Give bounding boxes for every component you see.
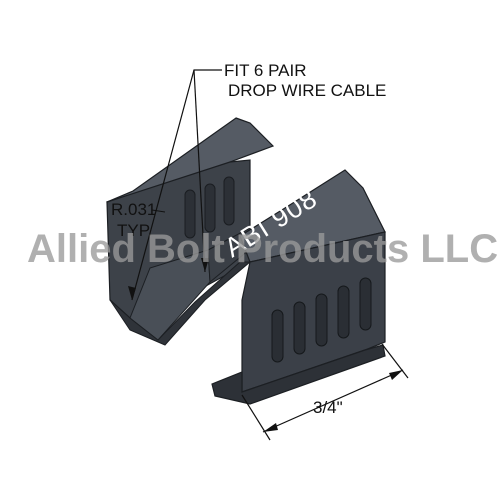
clip-front-wall	[211, 169, 386, 405]
dimension-arrowheads	[263, 370, 403, 432]
radius-note-tick	[151, 209, 166, 213]
callout-leaders	[131, 69, 222, 301]
leader-arrowheads	[128, 258, 209, 300]
back-slots	[184, 176, 235, 239]
front-slots	[271, 277, 372, 363]
radius-note-typ: TYP.	[117, 221, 153, 240]
callout-line-2: DROP WIRE CABLE	[228, 81, 386, 100]
radius-note-value: R.031	[111, 200, 156, 219]
dimension-label: 3/4"	[313, 398, 343, 417]
dimension-marker	[241, 343, 409, 441]
watermark-text: Allied Bolt Products LLC	[27, 227, 498, 271]
callout-line-1: FIT 6 PAIR	[224, 61, 307, 80]
